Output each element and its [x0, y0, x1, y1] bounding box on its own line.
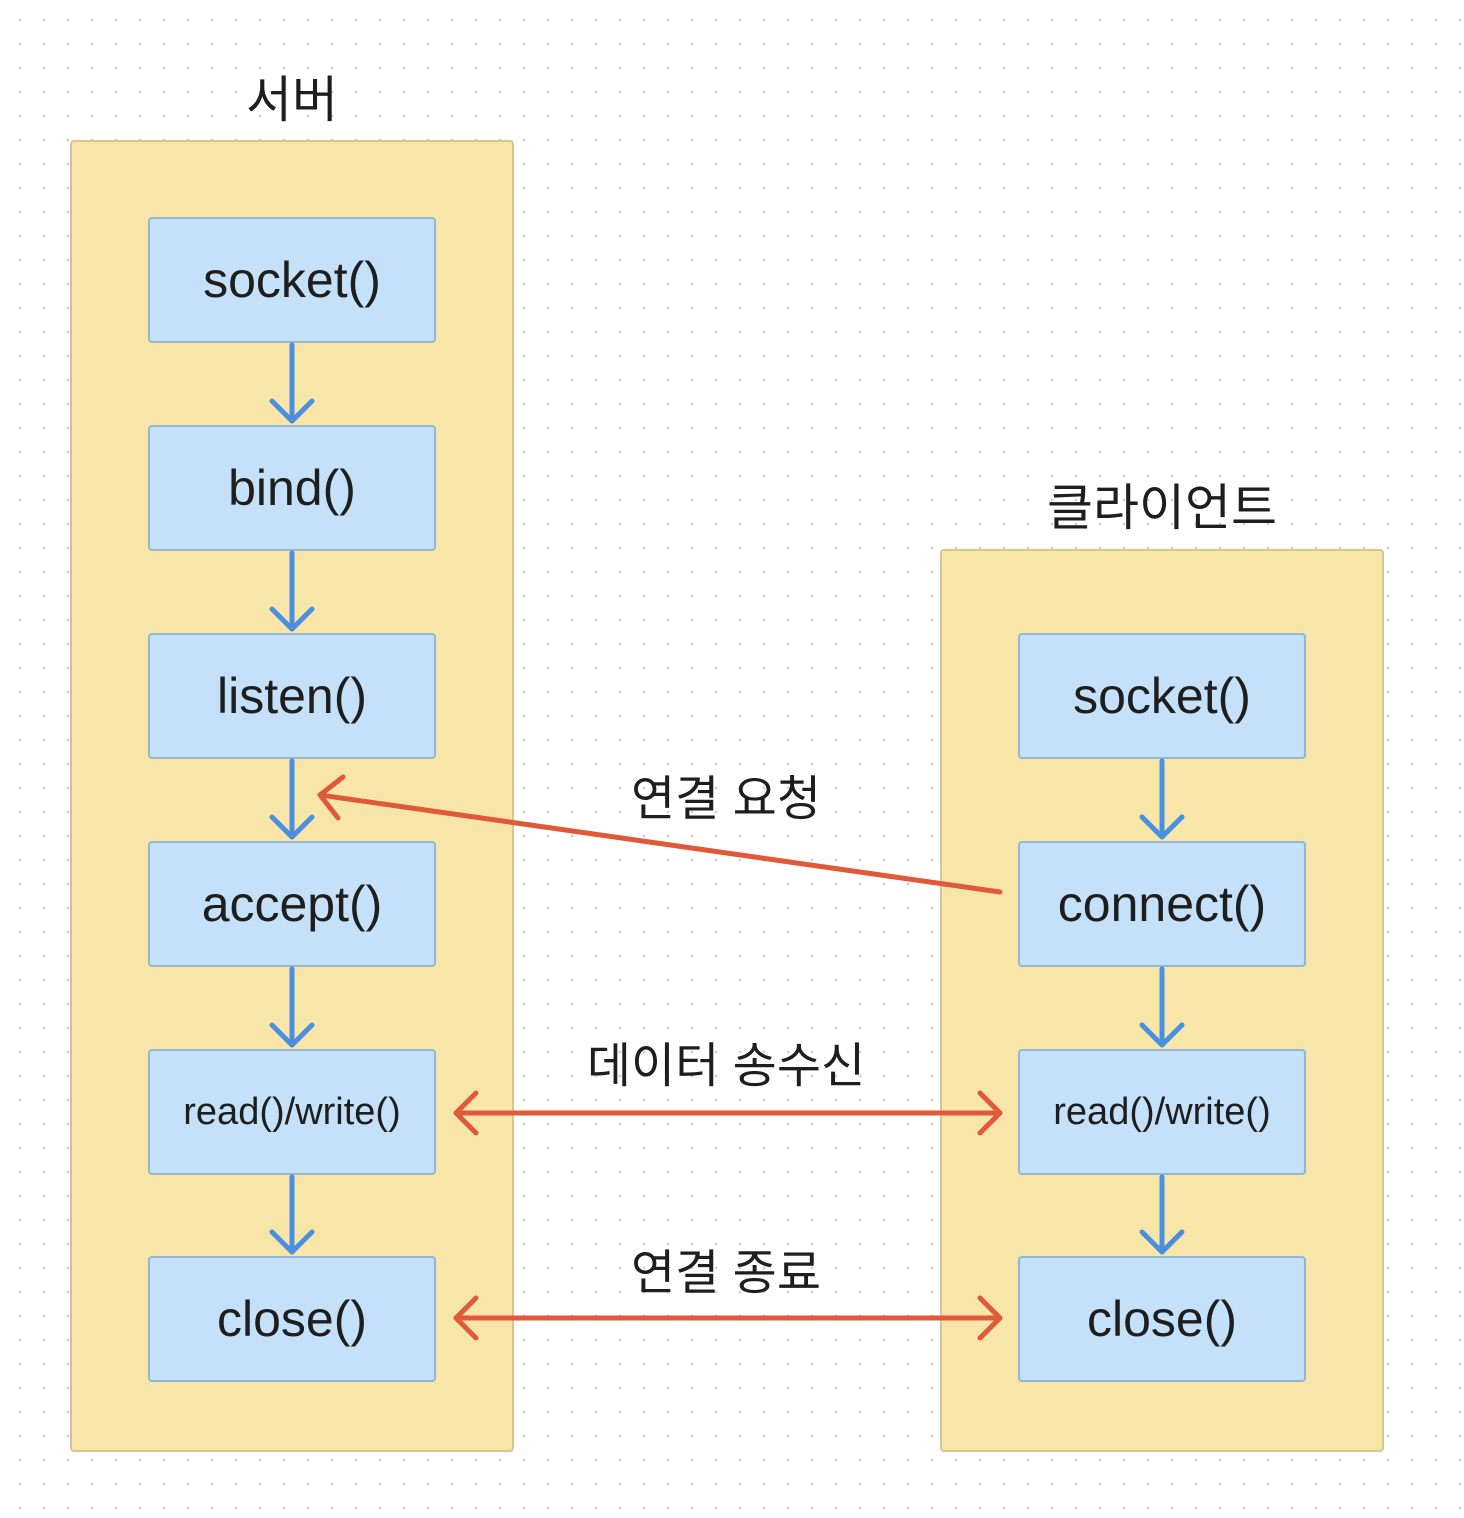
connection-close-label: 연결 종료 [631, 1247, 821, 1300]
client-close-node[interactable]: close() [1018, 1256, 1306, 1382]
server-accept-node[interactable]: accept() [148, 841, 436, 967]
connect-request-label: 연결 요청 [631, 773, 821, 826]
data-transfer-arrow [453, 1090, 1003, 1136]
server-close-node[interactable]: close() [148, 1256, 436, 1382]
server-socket-node[interactable]: socket() [148, 217, 436, 343]
server-readwrite-node[interactable]: read()/write() [148, 1049, 436, 1175]
connection-close-arrow [453, 1295, 1003, 1341]
client-readwrite-node[interactable]: read()/write() [1018, 1049, 1306, 1175]
client-socket-node[interactable]: socket() [1018, 633, 1306, 759]
server-title: 서버 [246, 72, 338, 128]
data-transfer-label: 데이터 송수신 [586, 1040, 866, 1093]
server-listen-node[interactable]: listen() [148, 633, 436, 759]
client-title: 클라이언트 [1047, 480, 1277, 536]
server-bind-node[interactable]: bind() [148, 425, 436, 551]
client-connect-node[interactable]: connect() [1018, 841, 1306, 967]
